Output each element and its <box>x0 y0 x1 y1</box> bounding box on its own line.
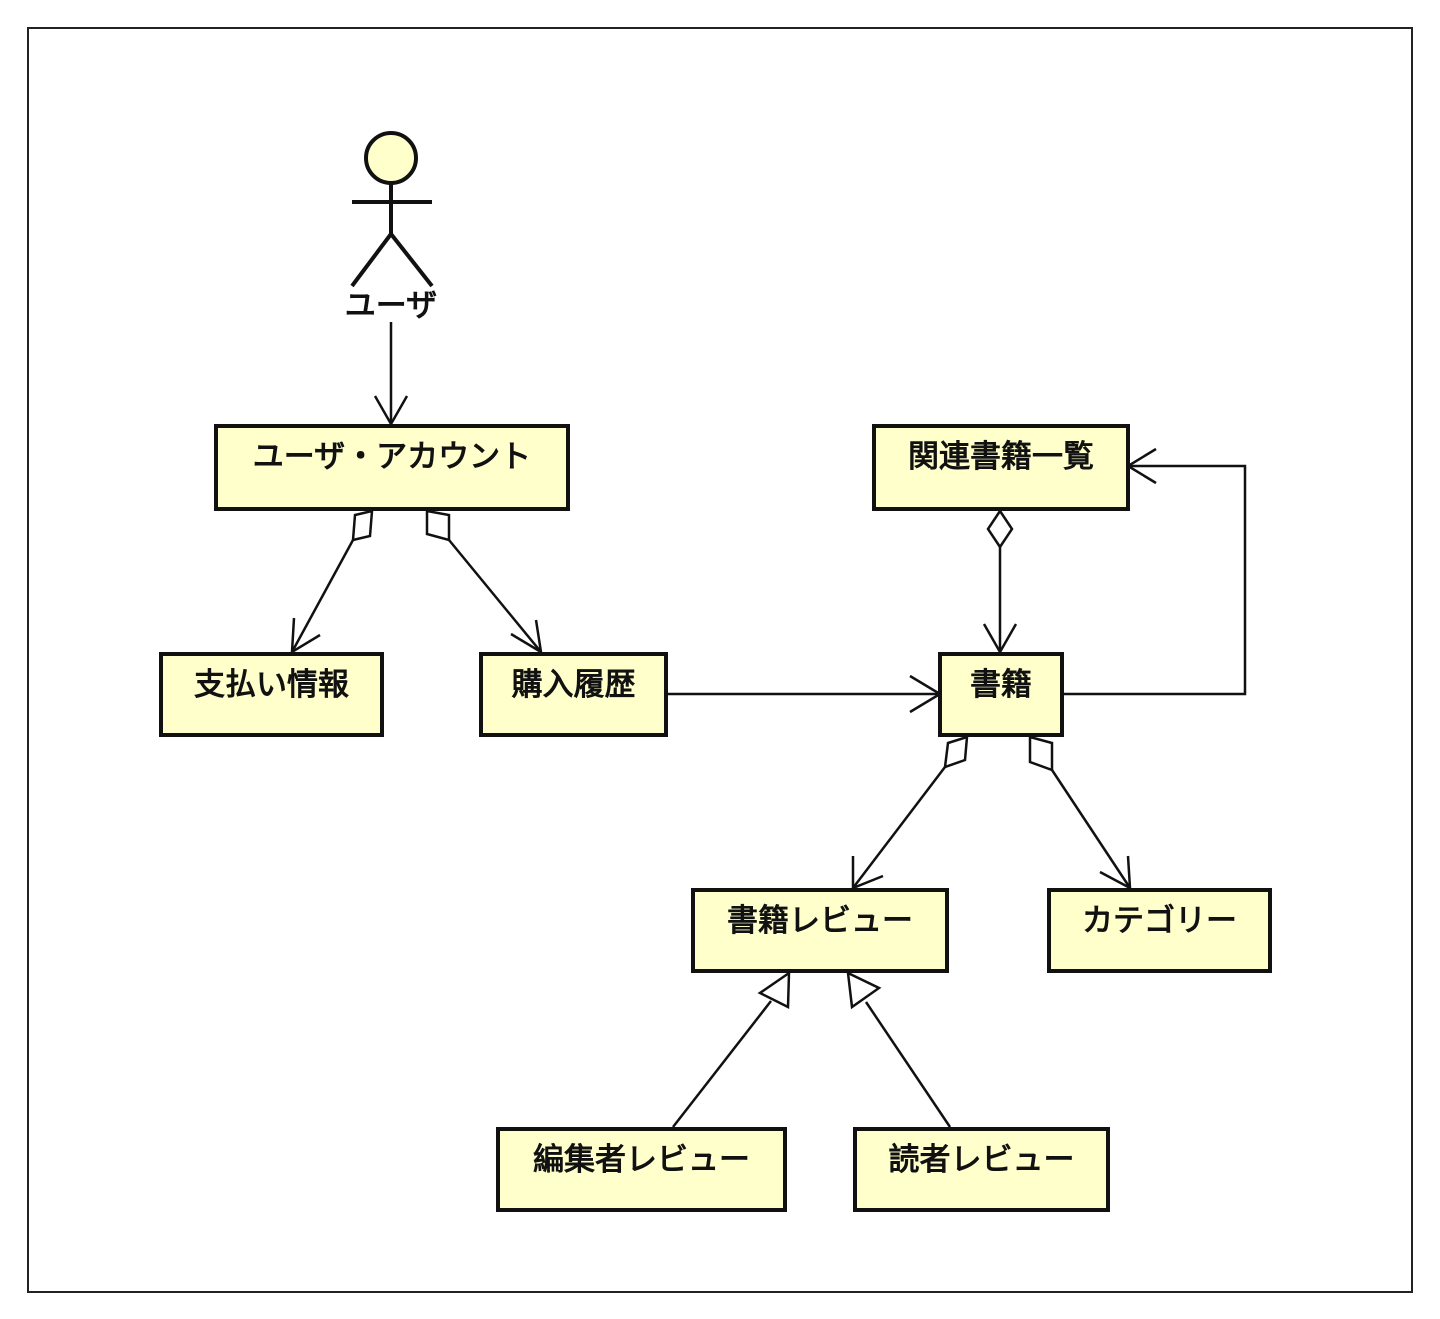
relation-editor-generalization <box>672 970 791 1128</box>
class-editor-review-label: 編集者レビュー <box>533 1142 750 1178</box>
class-book-review[interactable]: 書籍レビュー <box>691 888 949 973</box>
class-payment-info[interactable]: 支払い情報 <box>159 652 384 737</box>
class-book-review-label: 書籍レビュー <box>727 903 913 939</box>
relation-related-book <box>982 508 1018 655</box>
class-purchase-history-label: 購入履歴 <box>511 667 636 703</box>
class-reader-review[interactable]: 読者レビュー <box>853 1127 1110 1212</box>
relation-reader-generalization <box>846 970 952 1128</box>
relation-account-payment <box>290 509 374 655</box>
user-actor-figure[interactable] <box>350 131 434 288</box>
relation-book-review <box>851 735 969 890</box>
class-user-account[interactable]: ユーザ・アカウント <box>214 424 570 511</box>
relation-purchase-book <box>668 674 943 714</box>
class-purchase-history[interactable]: 購入履歴 <box>479 652 668 737</box>
relation-account-purchase <box>425 509 543 655</box>
class-payment-info-label: 支払い情報 <box>194 667 349 703</box>
actor-right-leg <box>389 232 434 288</box>
class-reader-review-label: 読者レビュー <box>888 1142 1075 1178</box>
class-related-books[interactable]: 関連書籍一覧 <box>872 424 1130 511</box>
relation-book-category <box>1028 735 1132 891</box>
class-user-account-label: ユーザ・アカウント <box>252 439 532 475</box>
diagram-frame <box>27 27 1413 1293</box>
class-category-label: カテゴリー <box>1082 903 1237 939</box>
class-book[interactable]: 書籍 <box>938 652 1064 737</box>
class-related-books-label: 関連書籍一覧 <box>908 439 1094 475</box>
class-book-label: 書籍 <box>970 667 1032 703</box>
relation-user-to-account <box>373 322 409 427</box>
class-editor-review[interactable]: 編集者レビュー <box>496 1127 787 1212</box>
actor-head <box>364 131 418 185</box>
class-category[interactable]: カテゴリー <box>1047 888 1272 973</box>
actor-left-leg <box>350 232 393 288</box>
actor-label: ユーザ <box>344 288 438 324</box>
